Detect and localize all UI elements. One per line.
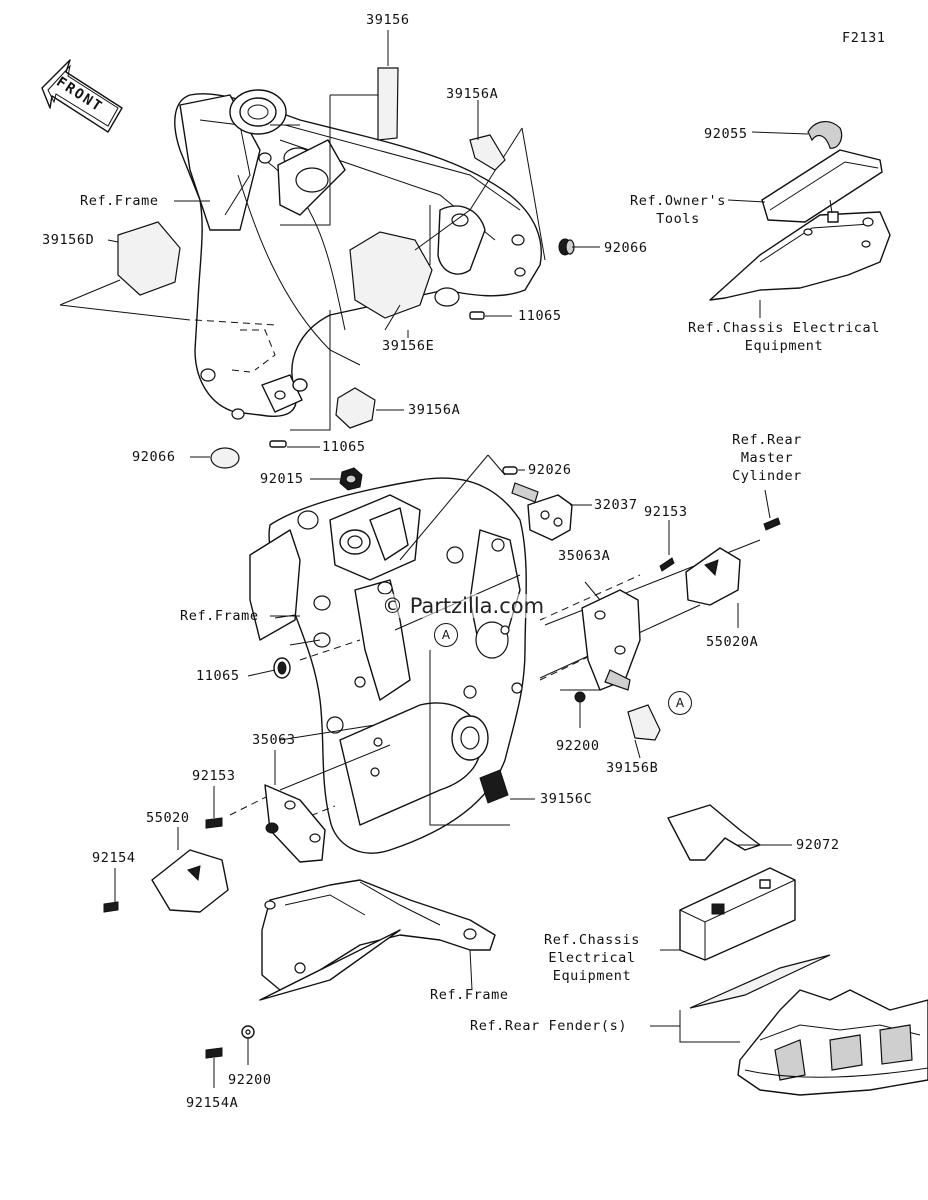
ref-owners-tools-line-2: Tools: [656, 211, 700, 227]
ref-owners-tools-line-1: Ref.Owner's: [629, 193, 726, 209]
label-11065-top: 11065: [518, 308, 562, 324]
label-11065-low: 11065: [196, 668, 240, 684]
part-35063A-footpeg-bracket: [581, 589, 641, 691]
label-ref-frame-top: Ref.Frame: [80, 193, 159, 209]
part-39156C-plate: [479, 769, 509, 804]
label-92154A: 92154A: [186, 1095, 239, 1111]
part-92154-bolt: [103, 901, 119, 913]
ref-chassis-low-line-1: Ref.Chassis: [543, 932, 640, 948]
part-32037-bracket: [511, 482, 573, 541]
middle-frame-drawing: [229, 454, 761, 854]
callout-a-plate: A: [668, 691, 692, 715]
label-92154: 92154: [92, 850, 136, 866]
part-11065-mid-grommet: [269, 440, 287, 448]
ref-chassis-low-line-2: Electrical: [548, 950, 636, 966]
label-92026: 92026: [528, 462, 572, 478]
part-39156D-plate: [117, 221, 181, 296]
part-39156A-top-plate: [469, 134, 506, 171]
part-92153-right-bolt: [659, 557, 675, 572]
ref-rear-master-line-2: Master: [740, 450, 794, 466]
label-39156A-top: 39156A: [446, 86, 499, 102]
chassis-electrical-pad: [689, 954, 831, 1009]
label-11065-mid: 11065: [322, 439, 366, 455]
part-92066-right-grommet: [558, 238, 575, 256]
label-92015: 92015: [260, 471, 304, 487]
part-92200-mid-washer: [574, 691, 586, 703]
lower-frame-drawing: [259, 879, 496, 1001]
part-92153-left-bolt: [205, 817, 223, 829]
part-92015-nut: [339, 467, 363, 491]
part-92200-low-washer: [241, 1025, 255, 1039]
label-35063: 35063: [252, 732, 296, 748]
part-11065-low-grommet: [273, 657, 291, 679]
rear-fender-drawing: [737, 989, 928, 1096]
label-92153-left: 92153: [192, 768, 236, 784]
ref-chassis-top-line-1: Ref.Chassis Electrical: [687, 320, 880, 336]
label-92200-low: 92200: [228, 1072, 272, 1088]
watermark: © Partzilla.com: [380, 594, 547, 618]
figure-code: F2131: [842, 30, 886, 46]
part-92154A-bolt: [205, 1047, 223, 1059]
label-ref-frame-low: Ref.Frame: [430, 987, 509, 1003]
upper-frame-drawing: [59, 89, 546, 431]
front-arrow-icon: [41, 59, 123, 133]
part-92055-band: [807, 121, 843, 149]
part-92066-left-cap: [210, 378, 308, 469]
label-ref-chassis-electrical-top: Ref.Chassis Electrical Equipment: [676, 320, 892, 354]
label-92066-right: 92066: [604, 240, 648, 256]
label-55020: 55020: [146, 810, 190, 826]
ref-chassis-top-line-2: Equipment: [744, 338, 824, 354]
label-92153-right: 92153: [644, 504, 688, 520]
label-39156A-mid: 39156A: [408, 402, 461, 418]
label-ref-frame-mid: Ref.Frame: [180, 608, 259, 624]
part-92026-collar: [502, 466, 518, 475]
label-35063A: 35063A: [558, 548, 611, 564]
ref-chassis-low-line-3: Equipment: [552, 968, 632, 984]
label-39156: 39156: [366, 12, 410, 28]
ref-rear-master-line-3: Cylinder: [732, 468, 802, 484]
ref-rear-master-cylinder-bolt: [763, 517, 781, 531]
callout-a-frame: A: [434, 623, 458, 647]
label-92072: 92072: [796, 837, 840, 853]
label-ref-rear-fender: Ref.Rear Fender(s): [470, 1018, 628, 1034]
label-55020A: 55020A: [706, 634, 759, 650]
label-32037: 32037: [594, 497, 638, 513]
part-55020A-heel-guard: [685, 547, 741, 606]
label-39156B: 39156B: [606, 760, 659, 776]
owners-tools-bag: [761, 149, 883, 223]
part-39156A-mid-plate: [335, 387, 376, 429]
label-92055: 92055: [704, 126, 748, 142]
label-39156D: 39156D: [42, 232, 95, 248]
part-35063-footpeg-bracket: [264, 784, 326, 863]
label-92066-left: 92066: [132, 449, 176, 465]
label-39156E: 39156E: [382, 338, 435, 354]
label-ref-owners-tools: Ref.Owner's Tools: [620, 193, 736, 227]
part-55020-heel-guard: [151, 849, 229, 913]
part-92072-strap: [667, 804, 761, 861]
chassis-electrical-battery: [679, 867, 796, 961]
part-39156-plate: [377, 67, 399, 141]
watermark-text: Partzilla.com: [409, 594, 545, 618]
part-39156B-plate: [627, 704, 661, 741]
ref-rear-master-line-1: Ref.Rear: [732, 432, 802, 448]
leader-lines: [107, 30, 833, 1088]
label-39156C: 39156C: [540, 791, 593, 807]
label-92200-mid: 92200: [556, 738, 600, 754]
watermark-symbol: ©: [382, 594, 403, 618]
label-ref-rear-master-cylinder: Ref.Rear Master Cylinder: [706, 432, 828, 484]
part-11065-top-grommet: [469, 311, 485, 320]
label-ref-chassis-electrical-low: Ref.Chassis Electrical Equipment: [522, 932, 662, 984]
chassis-electrical-tray-top: [709, 211, 891, 301]
